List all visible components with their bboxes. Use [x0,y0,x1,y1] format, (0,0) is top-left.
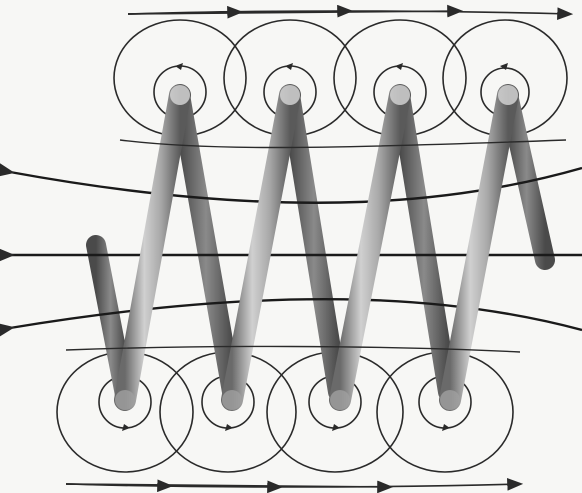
bottom-straight-field-line [66,484,520,487]
top-straight-field-line [128,11,570,14]
axial-line-lower [10,299,582,330]
